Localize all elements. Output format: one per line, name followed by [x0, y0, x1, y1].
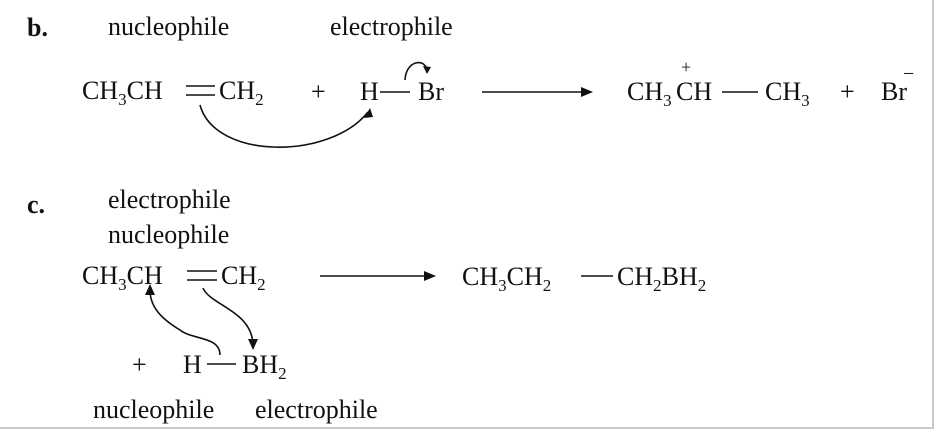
b-reaction-arrowhead — [581, 87, 593, 97]
b-hbr-br: Br — [418, 77, 444, 106]
part-b-label: b. — [27, 13, 48, 42]
b-cation-charge: + — [681, 57, 692, 77]
b-product-cation-ch: CH — [676, 77, 713, 106]
b-plus-2: + — [840, 77, 855, 106]
c-product-ch3ch2: CH3CH2 — [462, 262, 552, 295]
c-curved-arrow-bond-to-c — [149, 289, 221, 356]
b-propene-ch2: CH2 — [219, 76, 264, 109]
b-electrophile-label: electrophile — [330, 12, 453, 41]
c-borane-h: H — [183, 350, 202, 379]
c-nucleophile-label: nucleophile — [108, 220, 230, 249]
b-hbr-h: H — [360, 77, 379, 106]
b-curved-arrow-pi-to-h — [199, 104, 369, 148]
c-curved-arrow-pi-to-b — [202, 287, 254, 344]
c-electrophile-label: electrophile — [108, 185, 231, 214]
b-propene-ch3ch: CH3CH — [82, 76, 163, 109]
c-bottom-nucleophile-label: nucleophile — [93, 395, 215, 424]
b-arrowhead-2 — [423, 66, 431, 74]
b-product-ch3: CH3 — [627, 77, 672, 110]
b-nucleophile-label: nucleophile — [108, 12, 230, 41]
b-bromide-charge: − — [903, 63, 915, 85]
c-propene-ch3ch: CH3CH — [82, 261, 163, 294]
b-product-ch3-end: CH3 — [765, 77, 810, 110]
c-arrowhead-2 — [145, 284, 155, 295]
b-arrowhead-1 — [364, 108, 373, 118]
b-curved-arrow-bond-to-br — [404, 61, 428, 81]
c-propene-ch2: CH2 — [221, 261, 266, 294]
c-reaction-arrowhead — [424, 271, 436, 281]
c-arrowhead-1 — [248, 339, 258, 350]
c-bottom-electrophile-label: electrophile — [255, 395, 378, 424]
b-bromide: Br — [881, 77, 907, 106]
b-plus-1: + — [311, 77, 326, 106]
c-plus: + — [132, 350, 147, 379]
part-c-label: c. — [27, 190, 46, 219]
c-borane-bh2: BH2 — [242, 350, 287, 383]
c-product-ch2bh2: CH2BH2 — [617, 262, 707, 295]
